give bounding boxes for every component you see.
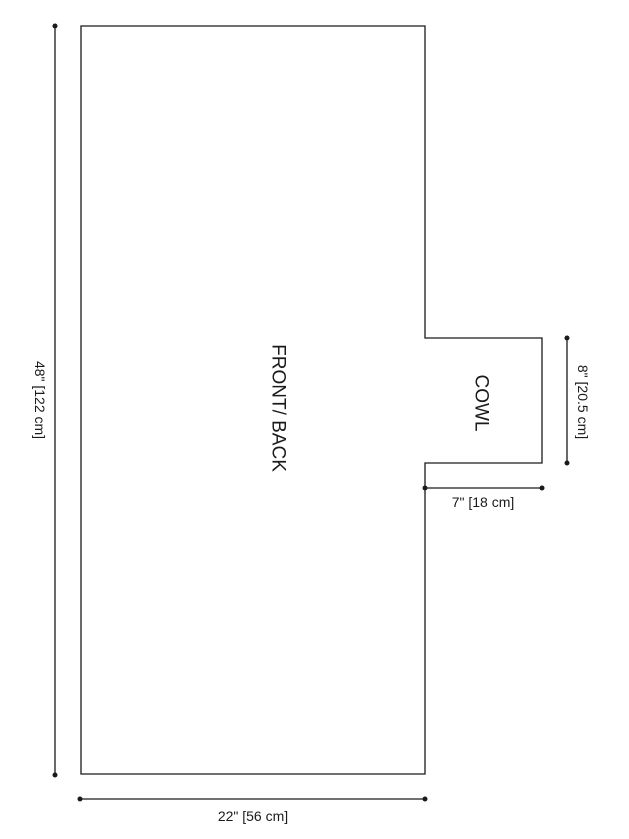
body-width-right-endpoint: [422, 796, 428, 802]
front-back-label: FRONT/ BACK: [268, 344, 289, 472]
cowl-width-left-endpoint: [422, 485, 428, 491]
cowl-height-bottom-endpoint: [564, 460, 570, 466]
body-length-dimension: 48" [122 cm]: [32, 23, 58, 778]
body-width-dimension: 22" [56 cm]: [77, 796, 428, 824]
front-back-cowl-outline: [80, 25, 543, 775]
cowl-width-label: 7" [18 cm]: [452, 494, 515, 510]
cowl-label: COWL: [471, 375, 492, 432]
cowl-width-dimension: 7" [18 cm]: [422, 485, 545, 510]
body-width-label: 22" [56 cm]: [218, 808, 288, 824]
cowl-width-right-endpoint: [539, 485, 545, 491]
body-length-top-endpoint: [52, 23, 58, 29]
cowl-height-top-endpoint: [564, 335, 570, 341]
body-length-label: 48" [122 cm]: [32, 361, 48, 439]
cowl-height-label: 8" [20.5 cm]: [575, 365, 591, 439]
body-length-bottom-endpoint: [52, 772, 58, 778]
cowl-height-dimension: 8" [20.5 cm]: [564, 335, 591, 466]
body-width-left-endpoint: [77, 796, 83, 802]
